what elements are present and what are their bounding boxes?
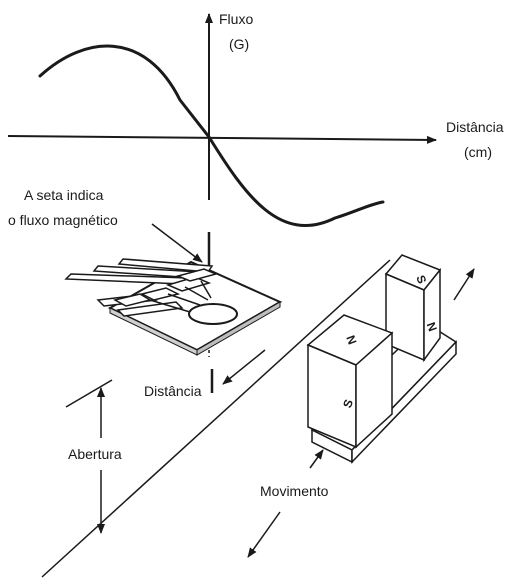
hall-sensor bbox=[64, 258, 283, 356]
y-axis-label: Fluxo bbox=[219, 11, 253, 27]
motion-arrow-down bbox=[247, 511, 281, 558]
front-magnet-side bbox=[355, 331, 393, 449]
flux-note-pointer bbox=[151, 223, 203, 263]
base-right bbox=[351, 340, 457, 464]
flux-curve bbox=[38, 44, 385, 227]
pad-3 bbox=[139, 287, 181, 301]
distance-arrow bbox=[222, 349, 266, 385]
motion-arrow-up bbox=[453, 268, 475, 301]
flux-note-line2: o fluxo magnético bbox=[8, 212, 118, 228]
x-axis-label: Distância bbox=[446, 119, 504, 135]
x-axis bbox=[7, 135, 437, 144]
gap-dimension: Abertura bbox=[41, 259, 391, 578]
sensor-board-edge-right bbox=[196, 301, 281, 356]
distance-dimension: Distância bbox=[144, 349, 266, 399]
motion-indicator: Movimento bbox=[247, 268, 475, 558]
motion-label: Movimento bbox=[260, 483, 329, 499]
back-magnet-side bbox=[423, 267, 441, 363]
flux-note-line1: A seta indica bbox=[24, 187, 104, 203]
flux-note: A seta indica o fluxo magnético bbox=[8, 187, 203, 263]
magnet-assembly: S N N S bbox=[306, 254, 458, 464]
flux-graph: Fluxo (G) Distância (cm) bbox=[7, 11, 504, 227]
hall-element bbox=[188, 303, 238, 325]
pad-2 bbox=[175, 268, 219, 282]
y-axis-unit: (G) bbox=[229, 36, 249, 52]
gap-left-edge bbox=[65, 379, 113, 408]
gap-label: Abertura bbox=[68, 446, 122, 462]
distance-label: Distância bbox=[144, 383, 202, 399]
sensor-traces bbox=[149, 280, 212, 313]
sensor-pads bbox=[112, 268, 219, 307]
x-axis-unit: (cm) bbox=[464, 144, 492, 160]
motion-arrow-top bbox=[309, 449, 324, 469]
